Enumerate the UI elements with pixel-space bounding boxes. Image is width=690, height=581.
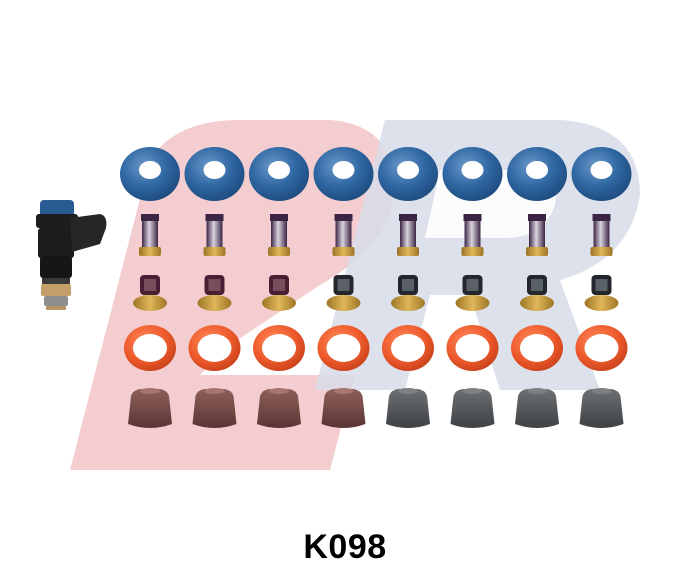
- micro-filter: [268, 214, 290, 256]
- pintle-filter-cap: [133, 275, 167, 311]
- blue-o-ring: [184, 147, 245, 201]
- part-column: [313, 147, 374, 428]
- blue-o-ring: [378, 147, 438, 201]
- orange-o-ring: [382, 325, 434, 371]
- fuel-injector: [36, 200, 107, 310]
- pintle-cap: [386, 388, 430, 428]
- orange-o-ring: [124, 325, 176, 371]
- part-column: [249, 147, 309, 428]
- blue-o-ring: [313, 147, 374, 201]
- micro-filter: [397, 214, 419, 256]
- pintle-cap: [321, 388, 366, 428]
- part-column: [120, 147, 180, 428]
- pintle-filter-cap: [326, 275, 361, 311]
- pintle-filter-cap: [455, 275, 490, 311]
- pintle-filter-cap: [584, 275, 619, 311]
- micro-filter: [203, 214, 226, 256]
- pintle-cap: [579, 388, 624, 428]
- micro-filter: [332, 214, 355, 256]
- product-code: K098: [303, 528, 387, 566]
- part-column: [184, 147, 245, 428]
- pintle-cap: [257, 388, 301, 428]
- micro-filter: [139, 214, 161, 256]
- part-column: [378, 147, 438, 428]
- blue-o-ring: [120, 147, 180, 201]
- pintle-filter-cap: [197, 275, 232, 311]
- pintle-filter-cap: [262, 275, 296, 311]
- blue-o-ring: [571, 147, 632, 201]
- orange-o-ring: [446, 325, 499, 371]
- blue-o-ring: [442, 147, 503, 201]
- blue-o-ring: [507, 147, 567, 201]
- orange-o-ring: [511, 325, 563, 371]
- pintle-filter-cap: [391, 275, 425, 311]
- orange-o-ring: [188, 325, 241, 371]
- part-column: [507, 147, 567, 428]
- orange-o-ring: [317, 325, 370, 371]
- micro-filter: [526, 214, 548, 256]
- pintle-cap: [128, 388, 172, 428]
- pintle-cap: [515, 388, 559, 428]
- pintle-cap: [450, 388, 495, 428]
- blue-o-ring: [249, 147, 309, 201]
- parts-grid: [120, 147, 632, 428]
- pintle-cap: [192, 388, 237, 428]
- orange-o-ring: [253, 325, 305, 371]
- micro-filter: [590, 214, 613, 256]
- part-column: [442, 147, 503, 428]
- part-column: [571, 147, 632, 428]
- pintle-filter-cap: [520, 275, 554, 311]
- micro-filter: [461, 214, 484, 256]
- orange-o-ring: [575, 325, 628, 371]
